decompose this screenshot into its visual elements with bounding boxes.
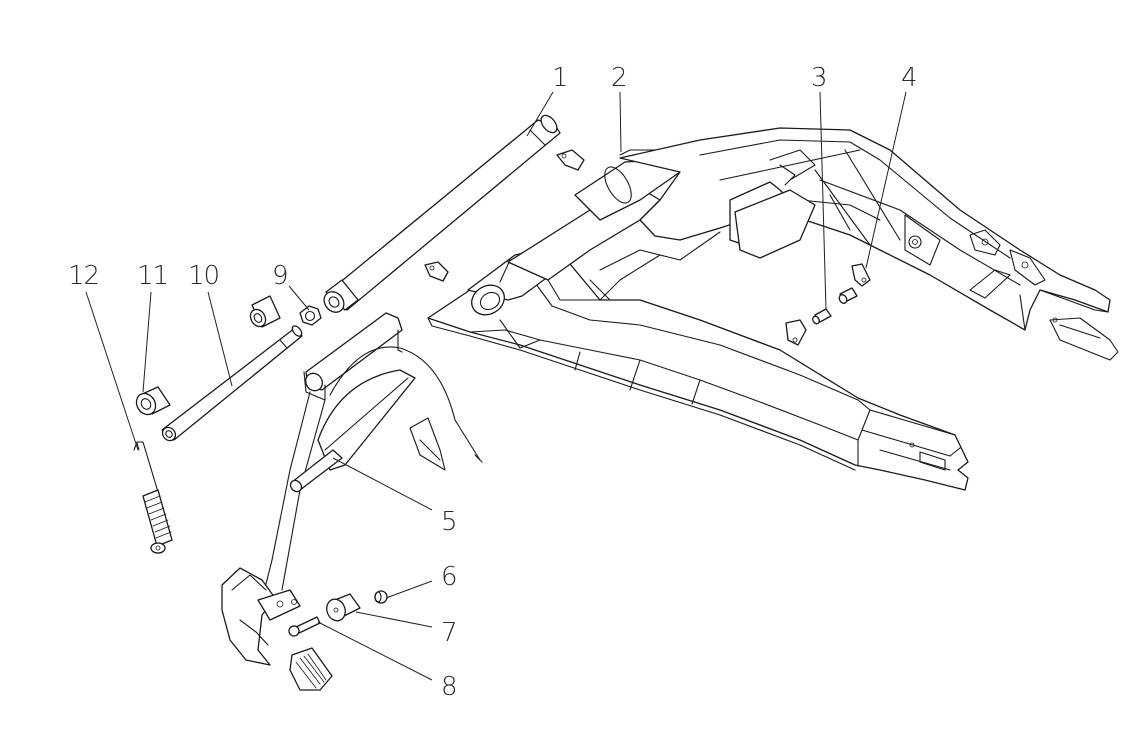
callout-10: 10 — [188, 261, 219, 291]
leader-11 — [142, 291, 152, 393]
callout-7: 7 — [441, 618, 457, 648]
leader-2 — [619, 91, 622, 153]
leader-8 — [317, 621, 433, 681]
leader-6 — [385, 580, 433, 599]
collar — [374, 590, 388, 604]
part-3-bolt-2 — [838, 287, 858, 304]
leader-7 — [355, 611, 433, 628]
bushing-upper — [249, 295, 281, 328]
callout-6: 6 — [441, 562, 457, 592]
leader-9 — [288, 285, 310, 311]
clamp-lower — [785, 319, 807, 346]
callout-12: 12 — [68, 261, 99, 291]
callout-5: 5 — [441, 507, 457, 537]
leader-10 — [207, 291, 233, 387]
callout-3: 3 — [811, 63, 827, 93]
leader-1 — [526, 91, 554, 137]
pin — [288, 616, 321, 637]
nut — [299, 305, 322, 326]
leader-5 — [332, 457, 433, 511]
rubber-stopper — [326, 593, 361, 622]
leader-4 — [865, 91, 907, 269]
callout-2: 2 — [611, 63, 627, 93]
spring — [133, 441, 173, 554]
pivot-shaft — [323, 114, 561, 313]
leader-3 — [819, 91, 827, 311]
bushing — [135, 386, 171, 416]
clamp-middle — [424, 261, 449, 282]
swing-arm — [427, 127, 1119, 491]
part-3-bolt — [812, 308, 832, 325]
center-stand — [221, 312, 483, 691]
callout-9: 9 — [272, 261, 288, 291]
clamp-top — [556, 149, 585, 171]
callout-11: 11 — [137, 261, 168, 291]
leader-lines — [85, 91, 907, 681]
callout-8: 8 — [441, 672, 457, 702]
callout-4: 4 — [901, 63, 917, 93]
part-4-clamp — [851, 263, 871, 287]
callout-1: 1 — [552, 63, 568, 93]
callout-labels: 1 2 3 4 5 6 7 8 9 10 11 12 — [68, 63, 918, 702]
leader-12 — [85, 291, 139, 451]
